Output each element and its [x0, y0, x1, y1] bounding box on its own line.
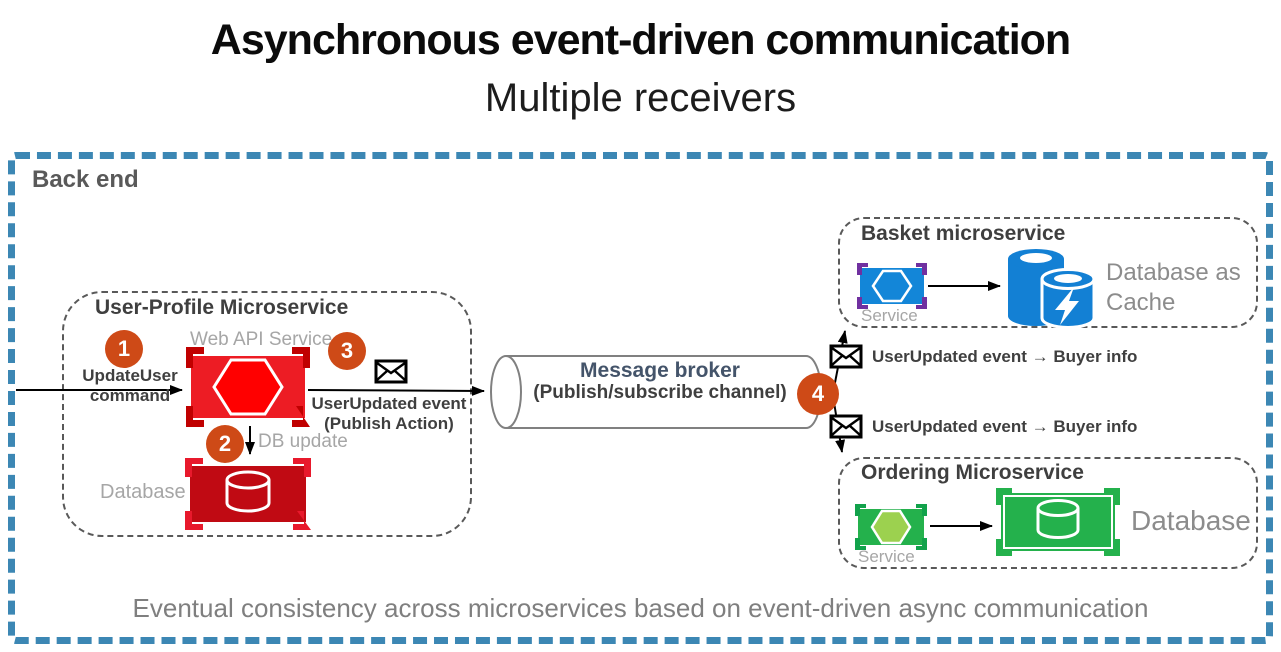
web-api-service-icon	[186, 347, 310, 427]
basket-title: Basket microservice	[861, 222, 1066, 245]
envelope-icon	[829, 344, 863, 369]
front-cylinder	[1040, 268, 1096, 329]
ordering-service-label: Service	[858, 547, 915, 566]
step-badge-1: 1	[105, 330, 143, 368]
step-badge-2: 2	[206, 425, 244, 463]
basket-service-icon	[857, 263, 927, 309]
envelope-icon	[374, 359, 408, 384]
lightning-bolt-icon	[1055, 287, 1079, 325]
event-to-basket-label: UserUpdated event → Buyer info	[872, 347, 1138, 366]
hexagon-icon	[871, 269, 913, 303]
ordering-database-icon	[996, 488, 1120, 556]
basket-service-label: Service	[861, 306, 918, 325]
userupdated-publish-label: UserUpdated event (Publish Action)	[311, 394, 467, 433]
web-api-service-label: Web API Service	[190, 329, 333, 350]
basket-microservice-box	[838, 217, 1258, 328]
cylinder-icon	[225, 470, 271, 513]
ordering-title: Ordering Microservice	[861, 461, 1084, 484]
user-profile-title: User-Profile Microservice	[95, 296, 349, 319]
user-profile-database-label: Database	[100, 481, 186, 503]
backend-label: Back end	[32, 166, 139, 193]
backend-container	[8, 152, 1273, 644]
step-badge-3: 3	[328, 332, 366, 370]
user-profile-microservice-box	[62, 291, 472, 537]
basket-database-label: Database as Cache	[1106, 259, 1241, 316]
message-broker-label: Message broker (Publish/subscribe channe…	[533, 359, 787, 404]
message-broker-cylinder	[490, 355, 822, 429]
page-subtitle: Multiple receivers	[484, 76, 797, 120]
database-as-cache-icon	[1008, 249, 1096, 329]
caption: Eventual consistency across microservice…	[132, 593, 1149, 623]
envelope-icon	[829, 414, 863, 439]
step-badge-4: 4	[797, 373, 839, 415]
hexagon-icon	[870, 509, 912, 545]
hexagon-icon	[212, 358, 284, 416]
ordering-database-label: Database	[1131, 505, 1251, 536]
ordering-microservice-box	[838, 457, 1258, 569]
user-profile-database-icon	[185, 458, 311, 530]
page-title: Asynchronous event-driven communication	[210, 16, 1071, 64]
event-to-ordering-label: UserUpdated event → Buyer info	[872, 417, 1138, 436]
updateuser-command-label: UpdateUser command	[82, 366, 178, 405]
db-update-label: DB update	[258, 431, 348, 452]
cylinder-icon	[1036, 499, 1080, 539]
ordering-service-icon	[855, 504, 927, 550]
